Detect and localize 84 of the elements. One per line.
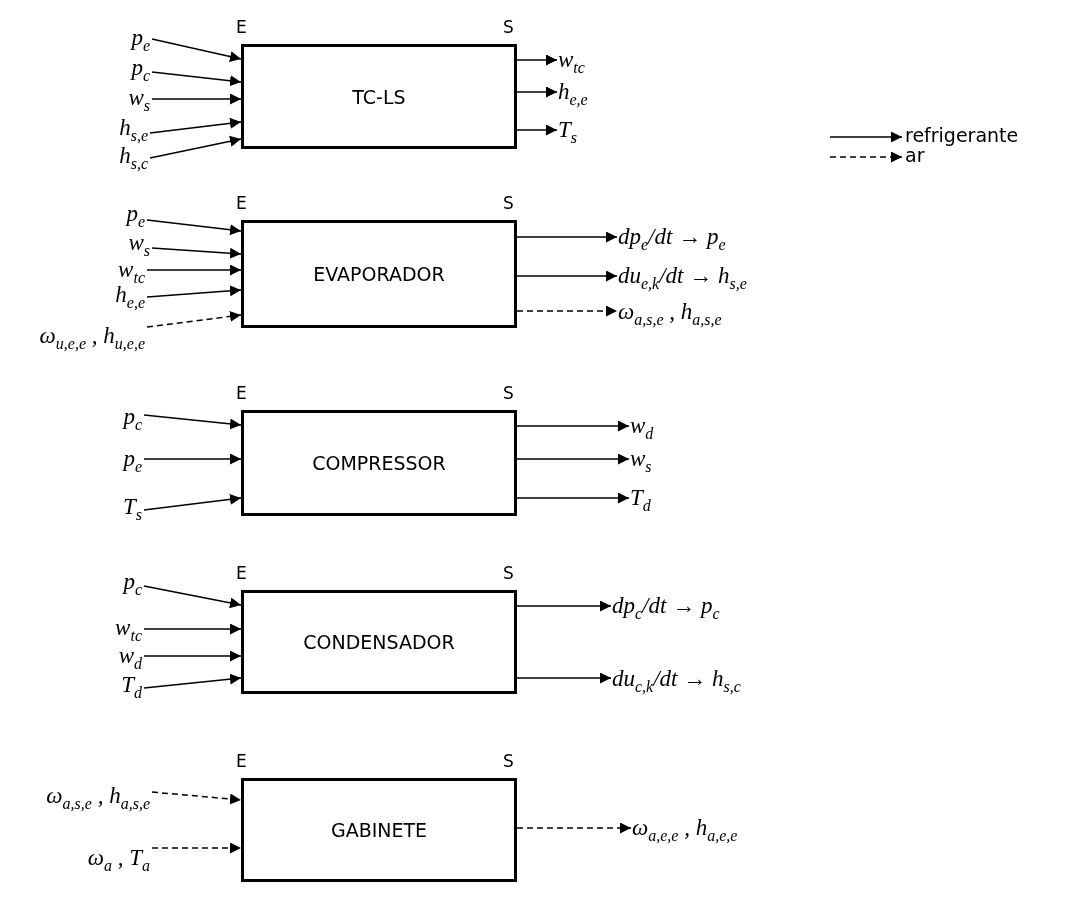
inlet-label: E [236, 751, 247, 771]
outlet-label: S [503, 17, 514, 37]
arrow [149, 135, 242, 159]
variable-label: T$_{d}$ [630, 485, 651, 511]
legend-label: ar [905, 144, 925, 166]
arrow [151, 93, 242, 105]
block-title: GABINETE [330, 819, 428, 841]
arrow [143, 623, 242, 635]
arrow [516, 231, 618, 243]
variable-label: h$_{s,c}$ [119, 143, 148, 169]
variable-label: w$_{d}$ [630, 413, 654, 439]
variable-label: ω$_{u,e,e}$ , h$_{u,e,e}$ [39, 323, 145, 349]
inlet-label: E [236, 17, 247, 37]
arrow [146, 285, 242, 298]
variable-label: T$_{d}$ [121, 672, 142, 698]
outlet-label: S [503, 383, 514, 403]
variable-label: p$_{c}$ [123, 569, 142, 595]
variable-label: p$_{e}$ [131, 25, 150, 51]
variable-label: p$_{c}$ [123, 404, 142, 430]
variable-label: w$_{d}$ [118, 643, 142, 669]
arrow [516, 124, 558, 136]
variable-label: p$_{c}$ [131, 55, 150, 81]
arrow [151, 247, 242, 259]
variable-label: ω$_{a}$ , T$_{a}$ [87, 845, 150, 871]
variable-label: w$_{s}$ [128, 230, 150, 256]
variable-label: h$_{e,e}$ [115, 282, 145, 308]
variable-label: dp$_{e}$/dt → p$_{e}$ [618, 224, 726, 250]
arrow [143, 650, 242, 662]
variable-label: ω$_{a,e,e}$ , h$_{a,e,e}$ [632, 815, 738, 841]
dashed-arrow [516, 822, 632, 834]
arrow [143, 414, 242, 430]
arrow [516, 453, 630, 465]
arrow [143, 453, 242, 465]
legend-label: refrigerante [905, 124, 1019, 146]
dashed-arrow [151, 791, 242, 805]
dashed-arrow [146, 310, 242, 328]
outlet-label: S [503, 563, 514, 583]
process-block [241, 220, 517, 328]
process-block [241, 590, 517, 694]
variable-label: T$_{s}$ [558, 117, 578, 143]
inlet-label: E [236, 383, 247, 403]
arrow [516, 600, 612, 612]
arrow [143, 585, 242, 609]
variable-label: T$_{s}$ [122, 494, 142, 520]
variable-label: du$_{e,k}$/dt → h$_{s,e}$ [618, 263, 747, 289]
arrow [146, 264, 242, 276]
variable-label: w$_{tc}$ [118, 257, 145, 283]
outlet-label: S [503, 751, 514, 771]
arrow [151, 38, 242, 62]
variable-label: ω$_{a,s,e}$ , h$_{a,s,e}$ [618, 299, 722, 325]
block-title: EVAPORADOR [313, 263, 445, 285]
arrow [516, 86, 558, 98]
arrow [516, 420, 630, 432]
arrow [151, 71, 242, 87]
variable-label: h$_{s,e}$ [119, 115, 148, 141]
inlet-label: E [236, 193, 247, 213]
block-title: TC-LS [352, 85, 406, 108]
variable-label: p$_{e}$ [123, 446, 142, 472]
dashed-arrow [516, 305, 618, 317]
variable-label: du$_{c,k}$/dt → h$_{s,c}$ [612, 666, 741, 692]
arrow [143, 493, 242, 511]
block-title: CONDENSADOR [303, 631, 455, 653]
dashed-arrow [151, 842, 242, 854]
arrow [146, 219, 242, 236]
variable-label: w$_{tc}$ [115, 615, 142, 641]
variable-label: dp$_{c}$/dt → p$_{c}$ [612, 593, 720, 619]
variable-label: w$_{s}$ [630, 446, 652, 472]
process-block [241, 778, 517, 882]
process-block [241, 44, 517, 149]
block-title: COMPRESSOR [312, 452, 446, 474]
arrow [516, 270, 618, 282]
outlet-label: S [503, 193, 514, 213]
arrow [143, 673, 242, 689]
arrow [149, 117, 242, 134]
variable-label: w$_{s}$ [128, 85, 150, 111]
variable-label: w$_{tc}$ [558, 47, 585, 73]
arrow [516, 54, 558, 66]
arrow [516, 492, 630, 504]
variable-label: h$_{e,e}$ [558, 79, 588, 105]
variable-label: ω$_{a,s,e}$ , h$_{a,s,e}$ [46, 783, 150, 809]
process-block [241, 410, 517, 516]
variable-label: p$_{e}$ [126, 201, 145, 227]
arrow [516, 672, 612, 684]
inlet-label: E [236, 563, 247, 583]
